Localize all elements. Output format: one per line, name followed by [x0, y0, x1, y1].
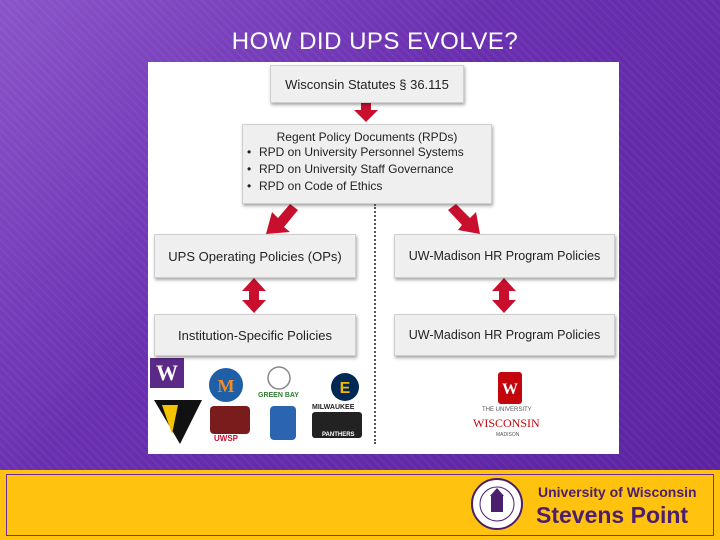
- madison-hr-box-top: UW-Madison HR Program Policies: [394, 234, 615, 278]
- statutes-box: Wisconsin Statutes § 36.115: [270, 65, 464, 103]
- green-bay-label: GREEN BAY: [258, 392, 299, 399]
- dotted-divider: [374, 204, 376, 444]
- svg-text:W: W: [502, 381, 518, 398]
- uwm-blue-logo: [209, 368, 243, 402]
- double-arrow-left-icon: [242, 278, 266, 313]
- footer-frame: [6, 474, 714, 536]
- madison-line2: WISCONSIN: [473, 416, 540, 430]
- double-arrow-right-icon: [492, 278, 516, 313]
- rpd-item: RPD on University Staff Governance: [247, 161, 491, 178]
- rpd-item: RPD on University Personnel Systems: [247, 144, 491, 161]
- ups-ops-box: UPS Operating Policies (OPs): [154, 234, 356, 278]
- arrow-diagonal-right-icon: [448, 204, 480, 234]
- footer-line1: University of Wisconsin: [538, 484, 697, 500]
- rpd-box: Regent Policy Documents (RPDs) RPD on Un…: [242, 124, 492, 204]
- arrow-diagonal-left-icon: [266, 204, 298, 234]
- uwsp-label: UWSP: [214, 434, 238, 443]
- uwsp-mascot-logo: [210, 406, 250, 434]
- stout-logo: [154, 400, 202, 444]
- diagram-panel: W M E W Wisconsin Statutes § 36.115 Rege…: [148, 62, 619, 454]
- madison-hr-box-bottom: UW-Madison HR Program Policies: [394, 314, 615, 356]
- institution-policies-box: Institution-Specific Policies: [154, 314, 356, 356]
- svg-text:E: E: [340, 380, 351, 397]
- rpd-header: Regent Policy Documents (RPDs): [276, 130, 458, 144]
- eau-claire-logo: [331, 373, 359, 401]
- svg-text:W: W: [156, 360, 178, 385]
- rpd-item: RPD on Code of Ethics: [247, 178, 491, 195]
- milwaukee-label: MILWAUKEE: [312, 404, 355, 411]
- slide-title: HOW DID UPS EVOLVE?: [231, 28, 519, 55]
- footer-bar: University of Wisconsin Stevens Point: [0, 470, 720, 540]
- panther-logo: [312, 412, 362, 438]
- panthers-label: PANTHERS: [322, 432, 355, 438]
- whitewater-logo: [150, 358, 184, 388]
- arrow-down-icon: [354, 100, 378, 122]
- arrows-layer: W M E W: [150, 100, 522, 444]
- footer-line2: Stevens Point: [536, 502, 689, 528]
- runner-logo: [270, 406, 296, 440]
- university-seal-icon: [471, 478, 523, 530]
- madison-line3: MADISON: [496, 432, 520, 438]
- svg-text:M: M: [218, 376, 235, 396]
- madison-crest: [498, 372, 522, 404]
- green-bay-seal: [267, 366, 291, 390]
- campus-logos: W M E W: [150, 358, 522, 444]
- madison-line1: THE UNIVERSITY: [482, 407, 532, 413]
- rpd-list: RPD on University Personnel Systems RPD …: [243, 144, 491, 195]
